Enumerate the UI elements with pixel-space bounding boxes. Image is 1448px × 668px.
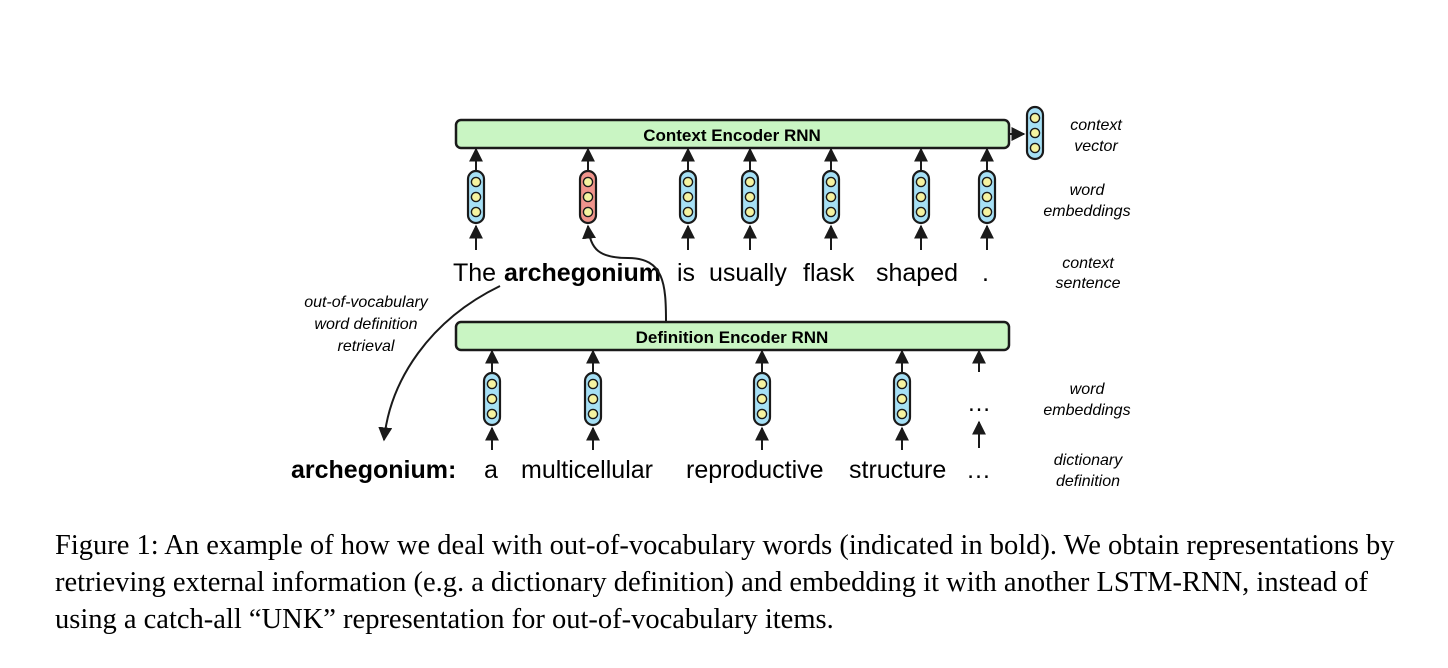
context-vector-node bbox=[1029, 142, 1041, 154]
context-encoder-rnn: Context Encoder RNN bbox=[454, 118, 1011, 150]
label-context-vector-1: context bbox=[1070, 117, 1122, 134]
oov-word-embedding bbox=[578, 169, 598, 225]
word-embedding-node bbox=[981, 206, 993, 218]
context-word-archegonium: archegonium bbox=[504, 259, 661, 287]
oov-retrieval-annotation: out-of-vocabulary word definition retrie… bbox=[304, 294, 429, 355]
definition-encoder-rnn: Definition Encoder RNN bbox=[454, 320, 1011, 352]
definition-word-reproductive: reproductive bbox=[686, 456, 824, 484]
definition-encoder-label: Definition Encoder RNN bbox=[636, 328, 829, 347]
word-embedding bbox=[678, 169, 698, 225]
label-context-sentence-1: context bbox=[1062, 255, 1114, 272]
annotation-line-2: word definition bbox=[314, 316, 417, 333]
word-embedding bbox=[466, 169, 486, 225]
oov-word-embedding-node bbox=[582, 176, 594, 188]
word-embedding-node bbox=[756, 378, 768, 390]
word-embedding-node bbox=[896, 408, 908, 420]
context-sentence: The archegonium is usually flask shaped … bbox=[453, 259, 989, 287]
label-dictionary-definition-2: definition bbox=[1056, 473, 1120, 490]
word-embedding-node bbox=[587, 393, 599, 405]
word-embedding bbox=[892, 371, 912, 427]
word-embedding-node bbox=[915, 176, 927, 188]
label-context-vector-2: vector bbox=[1074, 138, 1118, 155]
word-embedding-node bbox=[981, 176, 993, 188]
word-embedding-node bbox=[682, 206, 694, 218]
word-embedding bbox=[821, 169, 841, 225]
definition-to-oov-embedding-curve bbox=[582, 224, 667, 323]
word-embedding bbox=[752, 371, 772, 427]
context-word-embeddings bbox=[466, 169, 997, 225]
context-word-period: . bbox=[982, 259, 989, 287]
annotation-line-3: retrieval bbox=[338, 338, 395, 355]
word-embedding-node bbox=[981, 191, 993, 203]
word-embedding-node bbox=[587, 408, 599, 420]
word-embedding-node bbox=[470, 191, 482, 203]
label-word-embeddings-top-1: word bbox=[1070, 182, 1106, 199]
label-context-sentence-2: sentence bbox=[1056, 275, 1121, 292]
word-embedding-node bbox=[756, 408, 768, 420]
word-embedding-node bbox=[825, 191, 837, 203]
label-dictionary-definition-1: dictionary bbox=[1054, 452, 1123, 469]
word-embedding-node bbox=[486, 378, 498, 390]
word-embedding-node bbox=[896, 393, 908, 405]
word-embedding-node bbox=[470, 176, 482, 188]
word-embedding bbox=[740, 169, 760, 225]
word-embedding bbox=[482, 371, 502, 427]
oov-word-embedding-node bbox=[582, 206, 594, 218]
oov-word-embedding-node bbox=[582, 191, 594, 203]
context-vector bbox=[1025, 105, 1045, 161]
definition-word-embeddings bbox=[482, 371, 912, 427]
context-vector-node bbox=[1029, 127, 1041, 139]
definition-word-multicellular: multicellular bbox=[521, 456, 653, 484]
word-embedding-node bbox=[682, 176, 694, 188]
word-embedding-node bbox=[470, 206, 482, 218]
definition-headword: archegonium: bbox=[291, 456, 456, 484]
word-embedding-node bbox=[825, 206, 837, 218]
context-word-shaped: shaped bbox=[876, 259, 958, 287]
annotation-line-1: out-of-vocabulary bbox=[304, 294, 429, 311]
context-encoder-label: Context Encoder RNN bbox=[643, 126, 821, 145]
word-embedding bbox=[911, 169, 931, 225]
context-embedding-arrows bbox=[469, 147, 994, 250]
word-embedding-node bbox=[744, 191, 756, 203]
word-embedding-node bbox=[896, 378, 908, 390]
definition-word-structure: structure bbox=[849, 456, 946, 484]
word-embedding-node bbox=[486, 408, 498, 420]
word-embedding-node bbox=[744, 206, 756, 218]
label-word-embeddings-bottom-2: embeddings bbox=[1043, 402, 1130, 419]
word-embedding-node bbox=[744, 176, 756, 188]
definition-ellipsis: … bbox=[966, 456, 991, 484]
embeddings-ellipsis: … bbox=[967, 390, 991, 417]
context-word-usually: usually bbox=[709, 259, 787, 287]
dictionary-definition-sentence: archegonium: a multicellular reproductiv… bbox=[291, 456, 991, 484]
word-embedding-node bbox=[915, 191, 927, 203]
label-word-embeddings-bottom-1: word bbox=[1070, 381, 1106, 398]
word-embedding bbox=[583, 371, 603, 427]
figure-caption: Figure 1: An example of how we deal with… bbox=[55, 530, 1395, 635]
word-embedding-node bbox=[915, 206, 927, 218]
context-vector-embedding bbox=[1025, 105, 1045, 161]
context-word-is: is bbox=[677, 259, 695, 287]
definition-embedding-arrows bbox=[485, 349, 986, 450]
definition-retrieval-curve bbox=[378, 285, 501, 442]
definition-encoder-box bbox=[454, 320, 1011, 352]
word-embedding-node bbox=[756, 393, 768, 405]
context-vector-node bbox=[1029, 112, 1041, 124]
word-embedding-node bbox=[682, 191, 694, 203]
label-word-embeddings-top-2: embeddings bbox=[1043, 203, 1130, 220]
word-embedding-node bbox=[587, 378, 599, 390]
definition-word-a: a bbox=[484, 456, 498, 484]
word-embedding-node bbox=[486, 393, 498, 405]
word-embedding bbox=[977, 169, 997, 225]
word-embedding-node bbox=[825, 176, 837, 188]
context-word-the: The bbox=[453, 259, 496, 287]
side-labels: context vector word embeddings context s… bbox=[1043, 117, 1130, 490]
diagram: Context Encoder RNN The archegonium is u… bbox=[291, 105, 1131, 490]
context-word-flask: flask bbox=[803, 259, 855, 287]
